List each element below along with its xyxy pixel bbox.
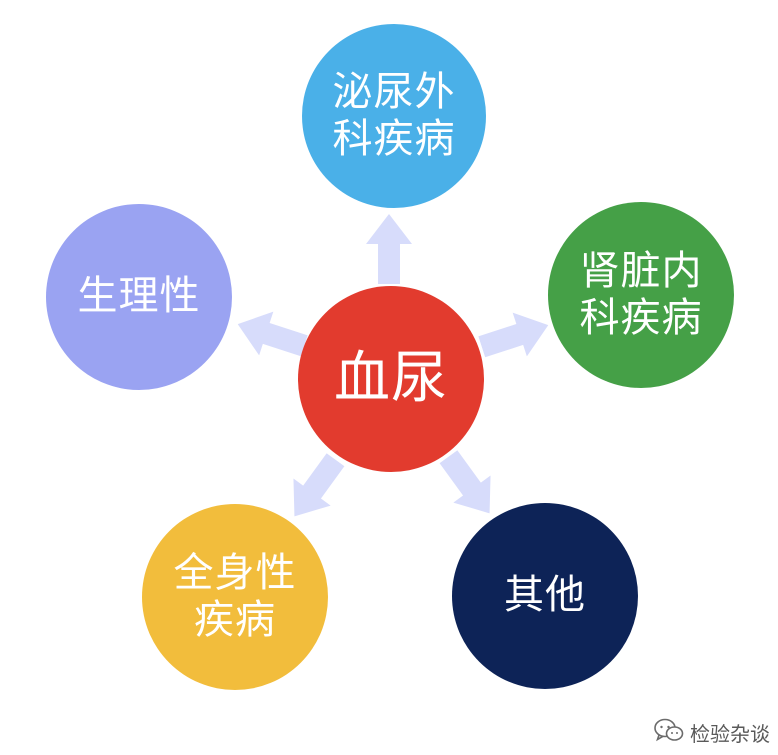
arrow-left-icon	[231, 302, 312, 367]
node-label-line: 其他	[504, 572, 586, 619]
node-label-line: 泌尿外	[332, 68, 456, 115]
node-label-line: 肾脏内	[579, 247, 703, 294]
node-urological-disease: 泌尿外 科疾病	[302, 24, 486, 208]
center-label: 血尿	[334, 345, 448, 411]
watermark: 检验杂谈	[654, 718, 770, 747]
arrow-up-icon	[366, 214, 412, 284]
node-label-line: 全身性	[173, 549, 297, 596]
watermark-text: 检验杂谈	[690, 722, 770, 746]
node-other: 其他	[452, 503, 638, 689]
wechat-icon	[654, 718, 684, 747]
arrow-shape	[366, 214, 412, 284]
arrow-right-icon	[475, 303, 556, 368]
center-node-hematuria: 血尿	[298, 286, 484, 472]
node-nephrology-disease: 肾脏内 科疾病	[548, 202, 734, 388]
arrow-down-right-icon	[430, 443, 508, 527]
arrow-down-left-icon	[276, 446, 354, 530]
node-physiological: 生理性	[46, 204, 232, 390]
node-label-line: 生理性	[77, 273, 201, 320]
node-label-line: 科疾病	[332, 116, 456, 162]
node-label-line: 科疾病	[579, 295, 703, 341]
node-label-line: 疾病	[194, 597, 276, 643]
node-systemic-disease: 全身性 疾病	[142, 504, 328, 690]
